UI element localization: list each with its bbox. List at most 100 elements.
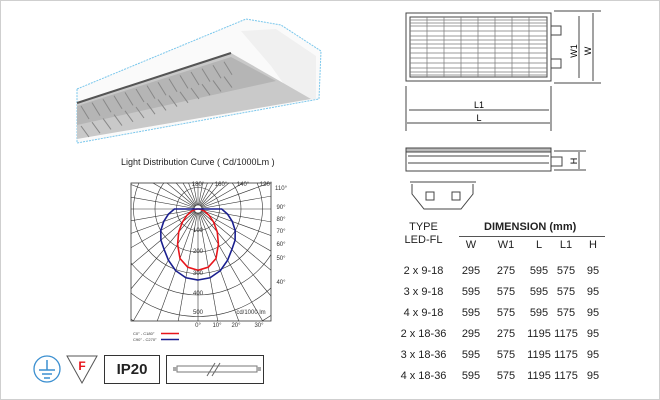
type-header-line1: TYPE bbox=[409, 221, 438, 233]
angle-label: 80° bbox=[276, 217, 286, 223]
f-mark-text: F bbox=[78, 359, 85, 373]
grid-spoke bbox=[131, 208, 199, 249]
cell-h: 95 bbox=[586, 370, 600, 382]
ring-label: 300 bbox=[193, 271, 204, 277]
angle-label: 60° bbox=[276, 242, 286, 248]
grid-spoke bbox=[131, 208, 199, 266]
dim-w1: W1 bbox=[569, 44, 579, 58]
cell-w: 595 bbox=[461, 307, 481, 319]
grid-spoke bbox=[197, 183, 244, 210]
end-view bbox=[410, 181, 476, 210]
grid-spoke bbox=[197, 183, 230, 210]
grid-spoke bbox=[197, 208, 264, 321]
curve-title: Light Distribution Curve ( Cd/1000Lm ) bbox=[121, 157, 275, 167]
earth-ground-icon bbox=[33, 355, 61, 383]
dim-l: L bbox=[476, 113, 481, 123]
grid-spoke bbox=[131, 208, 199, 234]
grid-spoke bbox=[131, 208, 199, 222]
cell-l1: 1175 bbox=[554, 349, 578, 361]
grid-spoke bbox=[152, 183, 199, 210]
cell-l: 1195 bbox=[527, 328, 551, 340]
grid-spoke bbox=[197, 208, 271, 297]
cell-h: 95 bbox=[586, 286, 600, 298]
row-type: 2 x 9-18 bbox=[403, 265, 444, 277]
angle-label: 180° bbox=[192, 182, 205, 188]
cell-h: 95 bbox=[586, 307, 600, 319]
dimension-header: DIMENSION (mm) bbox=[484, 221, 577, 233]
angle-label: 10° bbox=[212, 323, 222, 329]
angle-label: 0° bbox=[195, 323, 201, 329]
grid-spoke bbox=[197, 208, 271, 271]
cell-l1: 1175 bbox=[554, 370, 578, 382]
angle-label: 120° bbox=[260, 182, 273, 188]
ring-label: 500 bbox=[193, 310, 204, 316]
row-type: 4 x 9-18 bbox=[403, 307, 444, 319]
f-mark-icon: F bbox=[66, 355, 98, 385]
cell-h: 95 bbox=[586, 349, 600, 361]
column-header-w: W bbox=[465, 239, 477, 251]
cell-l1: 575 bbox=[556, 286, 576, 298]
cell-w: 595 bbox=[461, 370, 481, 382]
type-header-line2: LED-FL bbox=[404, 234, 443, 246]
cell-w1: 575 bbox=[496, 307, 516, 319]
cell-w1: 275 bbox=[496, 328, 516, 340]
legend-label: C0° - C180° bbox=[133, 331, 155, 336]
polar-chart: 180°160°140°120°110°90°80°70°60°50°40°0°… bbox=[130, 182, 288, 342]
grid-spoke bbox=[131, 196, 199, 210]
curve-series-1 bbox=[159, 208, 237, 281]
angle-label: 160° bbox=[215, 182, 228, 188]
dimension-drawing: L1 L W1 W H bbox=[405, 10, 601, 210]
plot-frame bbox=[130, 182, 272, 322]
header-divider bbox=[459, 236, 605, 237]
cell-w1: 575 bbox=[496, 286, 516, 298]
row-type: 4 x 18-36 bbox=[400, 370, 447, 382]
cell-w1: 275 bbox=[496, 265, 516, 277]
table-row: 4 x 9-18 595 575 595 575 95 bbox=[396, 307, 616, 323]
cell-w: 595 bbox=[461, 286, 481, 298]
cell-l1: 575 bbox=[556, 307, 576, 319]
luminaire-photo bbox=[76, 18, 322, 144]
grid-spoke bbox=[197, 208, 271, 236]
grid-spoke bbox=[131, 208, 199, 290]
angle-label: 20° bbox=[231, 323, 241, 329]
grid-spoke bbox=[177, 208, 199, 321]
grid-spoke bbox=[197, 208, 219, 321]
cell-l1: 1175 bbox=[554, 328, 578, 340]
ring-label: 100 bbox=[193, 228, 204, 234]
grid-spoke bbox=[132, 208, 199, 321]
grid-spoke bbox=[166, 183, 199, 210]
type-header: TYPE LED-FL bbox=[396, 221, 451, 247]
grid-spoke bbox=[197, 183, 221, 210]
grid-spoke bbox=[131, 184, 199, 210]
cell-l1: 575 bbox=[556, 265, 576, 277]
angle-label: 50° bbox=[276, 256, 286, 262]
dim-h: H bbox=[569, 158, 579, 165]
column-header-l: L bbox=[535, 239, 543, 251]
cell-h: 95 bbox=[586, 328, 600, 340]
grid-spoke bbox=[197, 208, 271, 252]
dim-w: W bbox=[583, 46, 593, 55]
cell-l: 595 bbox=[529, 265, 549, 277]
grid-spoke bbox=[156, 208, 199, 321]
fluorescent-tube-icon bbox=[166, 355, 264, 384]
cell-w: 295 bbox=[461, 265, 481, 277]
grid-spoke bbox=[197, 208, 271, 223]
column-header-w1: W1 bbox=[497, 239, 515, 251]
cell-l: 1195 bbox=[527, 349, 551, 361]
row-type: 2 x 18-36 bbox=[400, 328, 447, 340]
grid-spoke bbox=[197, 183, 271, 210]
angle-label: 140° bbox=[237, 182, 250, 188]
grid-spoke bbox=[175, 183, 199, 210]
cell-l: 1195 bbox=[527, 370, 551, 382]
ring-label: 200 bbox=[193, 249, 204, 255]
ip-rating-badge: IP20 bbox=[104, 355, 160, 384]
row-type: 3 x 9-18 bbox=[403, 286, 444, 298]
cell-l: 595 bbox=[529, 286, 549, 298]
cell-l: 595 bbox=[529, 307, 549, 319]
